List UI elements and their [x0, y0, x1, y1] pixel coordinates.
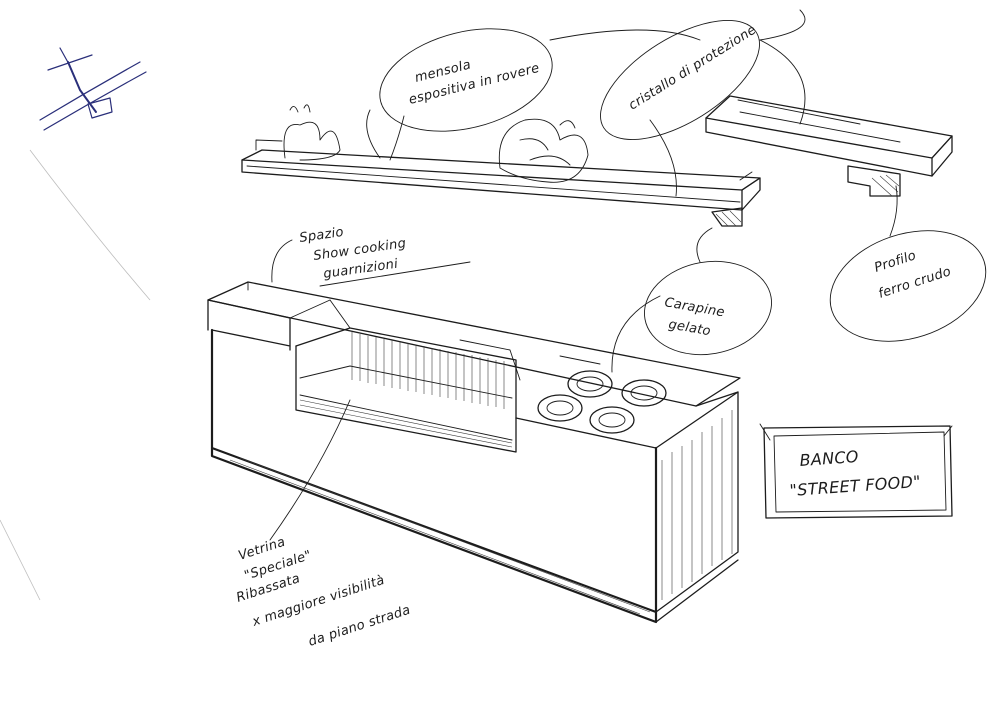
cristallo-callout: cristallo di protezione — [600, 9, 806, 197]
display-shelf — [241, 104, 761, 227]
gelato-tubs — [537, 370, 667, 434]
counter-body — [207, 281, 741, 624]
title-line2: "STREET FOOD" — [789, 472, 921, 500]
paper-marks — [0, 149, 151, 601]
profilo-label-line1: Profilo — [873, 248, 919, 276]
spazio-callout: Spazio Show cooking guarnizioni — [271, 225, 471, 287]
vetrina-label-line5: da piano strada — [307, 603, 413, 650]
profilo-callout: Profilo ferro crudo — [829, 185, 987, 342]
title-box: BANCO "STREET FOOD" — [759, 423, 953, 519]
cristallo-label: cristallo di protezione — [626, 23, 759, 114]
spazio-label-line1: Spazio — [298, 225, 344, 246]
profile-detail — [705, 95, 953, 197]
blue-doodle — [39, 47, 147, 131]
title-line1: BANCO — [799, 447, 859, 470]
vetrina-callout: Vetrina "Speciale" Ribassata x maggiore … — [235, 399, 413, 650]
carapine-callout: Carapine gelato — [611, 227, 772, 373]
carapine-label-line2: gelato — [667, 317, 712, 339]
